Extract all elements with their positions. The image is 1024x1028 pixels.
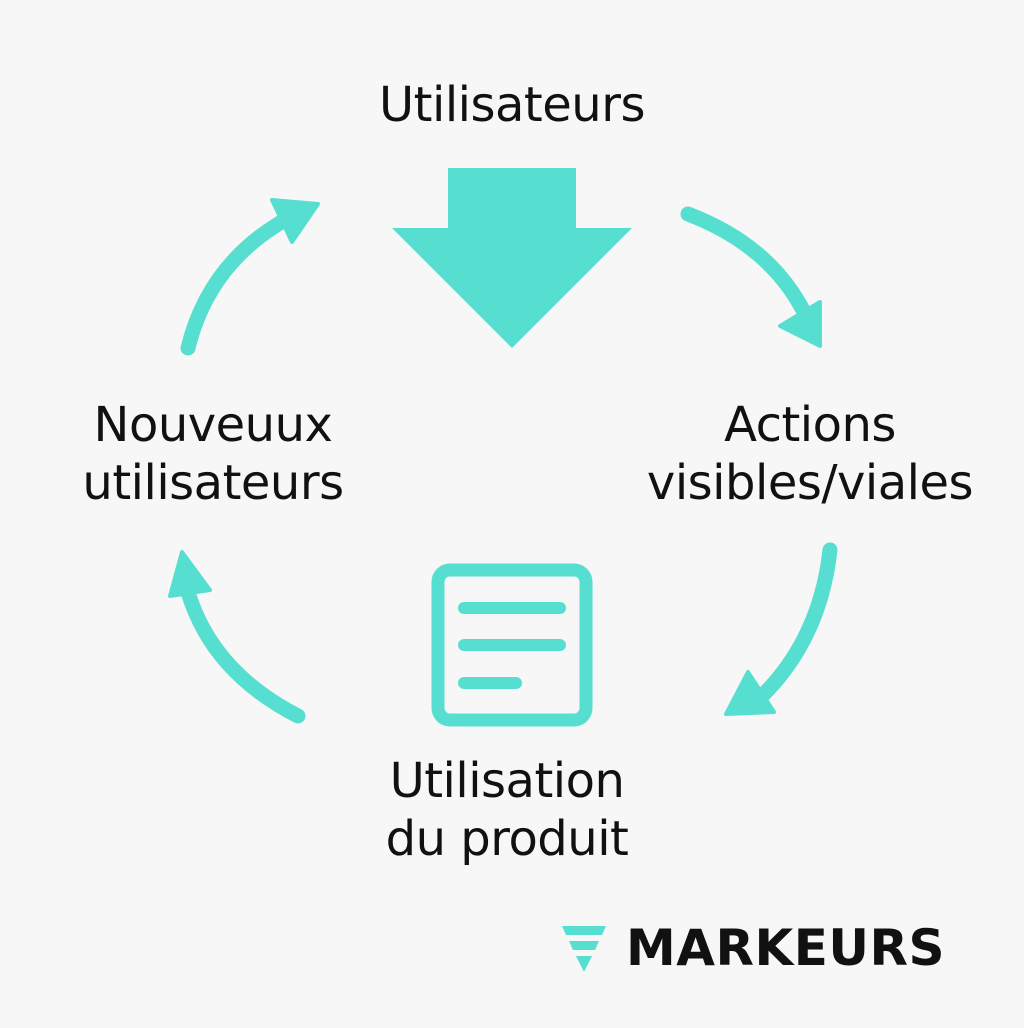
arrow-to-actions <box>680 206 822 348</box>
arrow-shaft <box>752 542 838 706</box>
arrow-head-icon <box>270 198 320 244</box>
node-utilisateurs: Utilisateurs <box>262 76 762 134</box>
arrow-shaft <box>680 206 814 324</box>
brand-logo: MARKEURS <box>562 918 945 978</box>
node-label-line: visibles/viales <box>646 455 974 511</box>
node-nouveaux-utilisateurs: Nouveuux utilisateurs <box>40 396 386 512</box>
arrow-head-icon <box>778 300 822 348</box>
arrow-to-utilisateurs <box>180 198 320 356</box>
node-label-line: du produit <box>385 811 629 867</box>
node-label-line: Utilisation <box>389 753 625 809</box>
arrow-to-utilisation <box>724 542 838 716</box>
down-arrow-icon <box>392 168 632 348</box>
funnel-icon <box>562 926 606 972</box>
node-utilisation-produit: Utilisation du produit <box>307 752 707 868</box>
arrow-head-icon <box>168 550 212 598</box>
arrow-shaft <box>180 584 306 724</box>
arrow-shaft <box>180 206 304 356</box>
cycle-arrows <box>168 198 838 724</box>
node-label-line: Utilisateurs <box>379 77 645 133</box>
arrow-head-icon <box>724 670 776 716</box>
node-label-line: Nouveuux <box>93 397 333 453</box>
arrow-to-nouveaux <box>168 550 306 724</box>
document-icon <box>431 563 593 727</box>
node-actions-visibles: Actions visibles/viales <box>600 396 1020 512</box>
node-label-line: utilisateurs <box>82 455 344 511</box>
brand-name: MARKEURS <box>626 919 945 977</box>
node-label-line: Actions <box>724 397 896 453</box>
